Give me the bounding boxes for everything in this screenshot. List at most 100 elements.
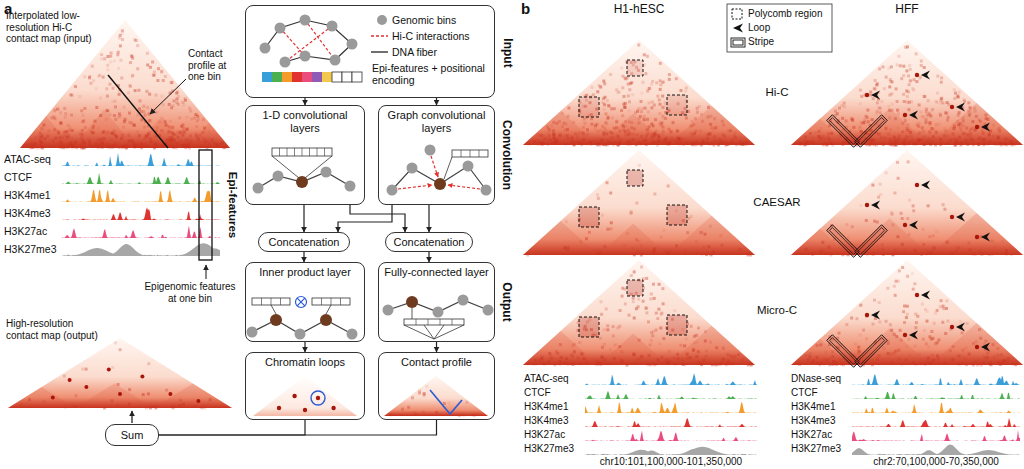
contact-pixel bbox=[972, 364, 975, 367]
contact-pixel bbox=[628, 88, 631, 91]
contact-pixel bbox=[609, 227, 612, 230]
contact-pixel bbox=[731, 362, 734, 365]
contact-pixel bbox=[632, 138, 635, 141]
contact-pixel bbox=[138, 145, 141, 148]
contact-pixel bbox=[839, 358, 842, 361]
contact-pixel bbox=[75, 394, 78, 397]
contact-pixel bbox=[964, 138, 967, 141]
contact-pixel bbox=[962, 124, 965, 127]
stripe-box bbox=[827, 115, 860, 148]
contact-pixel bbox=[110, 138, 113, 141]
contact-pixel bbox=[713, 127, 716, 130]
contact-pixel bbox=[952, 132, 955, 135]
contact-pixel bbox=[828, 246, 831, 249]
contact-pixel bbox=[650, 122, 653, 125]
contact-pixel bbox=[713, 135, 716, 138]
contact-pixel bbox=[932, 337, 935, 340]
contact-pixel bbox=[866, 253, 869, 256]
contact-pixel bbox=[473, 414, 476, 417]
contact-pixel bbox=[531, 363, 534, 366]
contact-pixel bbox=[199, 134, 202, 137]
contact-pixel bbox=[683, 344, 686, 347]
contact-pixel bbox=[914, 249, 917, 252]
contact-pixel bbox=[931, 354, 934, 357]
contact-pixel bbox=[81, 129, 84, 132]
contact-pixel bbox=[916, 315, 919, 318]
contact-pixel bbox=[597, 130, 600, 133]
contact-pixel bbox=[908, 354, 911, 357]
contact-pixel bbox=[731, 138, 734, 141]
contact-pixel bbox=[106, 109, 109, 112]
contact-pixel bbox=[179, 139, 182, 142]
contact-pixel bbox=[653, 297, 656, 300]
contact-pixel bbox=[553, 141, 556, 144]
contact-pixel bbox=[99, 138, 102, 141]
contact-pixel bbox=[917, 125, 920, 128]
contact-pixel bbox=[606, 129, 609, 132]
contact-pixel bbox=[967, 101, 970, 104]
contact-pixel bbox=[600, 140, 603, 143]
contact-pixel bbox=[894, 248, 897, 251]
contact-pixel bbox=[81, 120, 84, 123]
contact-pixel bbox=[582, 357, 585, 360]
contact-pixel bbox=[636, 110, 639, 113]
contact-pixel bbox=[640, 92, 643, 95]
contact-pixel bbox=[934, 312, 937, 315]
contact-pixel bbox=[977, 143, 980, 146]
contact-pixel bbox=[993, 245, 996, 248]
contact-pixel bbox=[871, 138, 874, 141]
contact-pixel bbox=[992, 343, 995, 346]
contact-pixel bbox=[709, 341, 712, 344]
contact-pixel bbox=[82, 114, 85, 117]
contact-pixel bbox=[43, 137, 46, 140]
contact-pixel bbox=[911, 272, 914, 275]
contact-pixel bbox=[896, 63, 899, 66]
contact-pixel bbox=[829, 253, 832, 256]
contact-map bbox=[791, 150, 1023, 255]
contact-pixel bbox=[857, 352, 860, 355]
polycomb-shade bbox=[579, 207, 599, 227]
contact-pixel bbox=[559, 360, 562, 363]
contact-pixel bbox=[980, 253, 983, 256]
contact-pixel bbox=[148, 120, 151, 123]
contact-pixel bbox=[897, 349, 900, 352]
contact-pixel bbox=[974, 253, 977, 256]
contact-pixel bbox=[701, 253, 704, 256]
contact-pixel bbox=[164, 75, 167, 78]
contact-pixel bbox=[652, 330, 655, 333]
contact-pixel bbox=[705, 350, 708, 353]
contact-pixel bbox=[922, 338, 925, 341]
contact-pixel bbox=[149, 140, 152, 143]
contact-pixel bbox=[651, 101, 654, 104]
contact-pixel bbox=[907, 123, 910, 126]
contact-pixel bbox=[659, 327, 662, 330]
contact-pixel bbox=[138, 107, 141, 110]
contact-pixel bbox=[906, 313, 909, 316]
contact-pixel bbox=[746, 253, 749, 256]
contact-pixel bbox=[925, 140, 928, 143]
contact-pixel bbox=[67, 143, 70, 146]
contact-pixel bbox=[59, 121, 62, 124]
contact-pixel bbox=[182, 130, 185, 133]
contact-pixel bbox=[679, 344, 682, 347]
contact-pixel bbox=[819, 364, 822, 367]
contact-pixel bbox=[571, 363, 574, 366]
contact-pixel bbox=[661, 287, 664, 290]
contact-pixel bbox=[701, 120, 704, 123]
contact-pixel bbox=[155, 94, 158, 97]
contact-pixel bbox=[984, 114, 987, 117]
contact-pixel bbox=[685, 117, 688, 120]
stripe-box bbox=[858, 118, 885, 145]
contact-pixel bbox=[997, 137, 1000, 140]
contact-pixel bbox=[61, 135, 64, 138]
contact-pixel bbox=[887, 342, 890, 345]
contact-pixel bbox=[168, 125, 171, 128]
contact-pixel bbox=[920, 115, 923, 118]
contact-pixel bbox=[154, 134, 157, 137]
contact-pixel bbox=[136, 67, 139, 70]
contact-pixel bbox=[110, 132, 113, 135]
contact-pixel bbox=[941, 321, 944, 324]
contact-pixel bbox=[552, 121, 555, 124]
contact-pixel bbox=[151, 61, 154, 64]
contact-pixel bbox=[111, 144, 114, 147]
